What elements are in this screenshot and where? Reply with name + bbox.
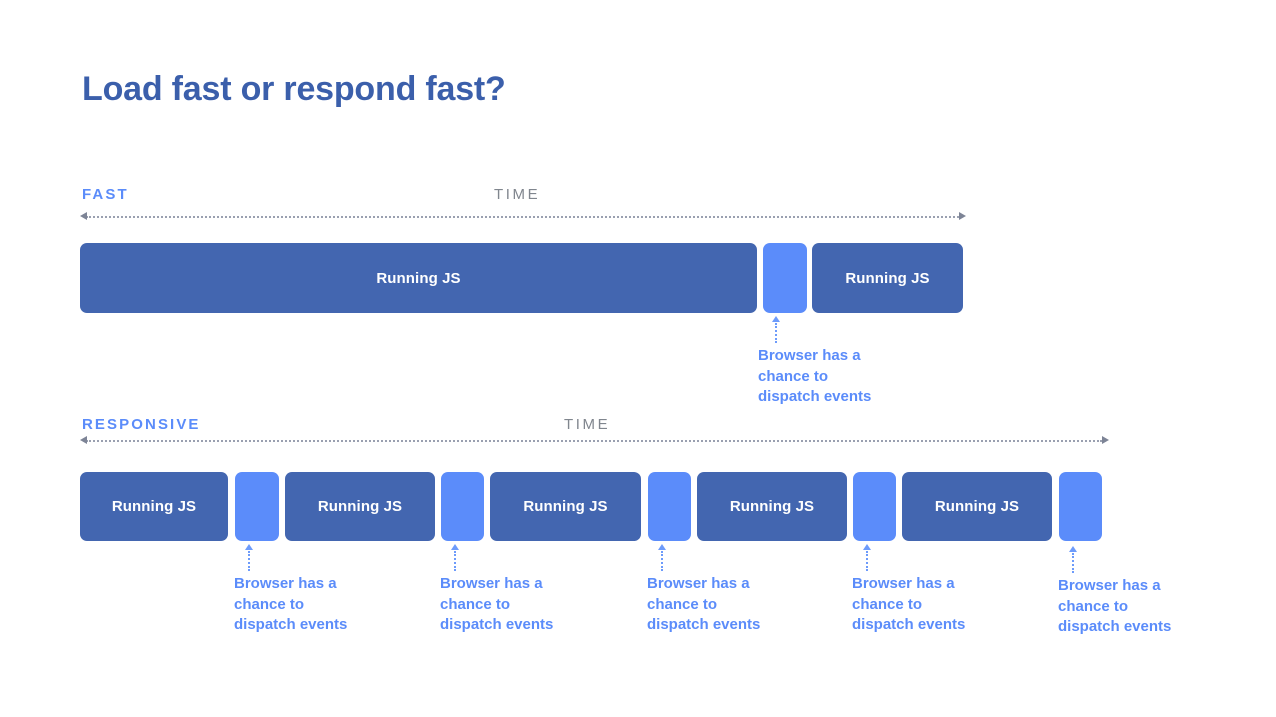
- time-axis-label-fast: TIME: [494, 186, 541, 203]
- running-js-bar-responsive-0[interactable]: Running JS: [80, 472, 228, 541]
- running-js-bar-responsive-2[interactable]: Running JS: [285, 472, 435, 541]
- callout-text: Browser has a chance to dispatch events: [758, 347, 872, 405]
- arrow-up-icon: [1069, 546, 1077, 552]
- callout-dotted-stem: [454, 551, 456, 571]
- callout-dotted-stem: [661, 551, 663, 571]
- arrow-left-icon: [80, 212, 87, 220]
- browser-gap-bar-fast-1[interactable]: [763, 243, 807, 313]
- bar-label: Running JS: [376, 269, 461, 287]
- arrow-up-icon: [451, 544, 459, 550]
- callout-text: Browser has a chance to dispatch events: [852, 575, 966, 633]
- arrow-up-icon: [772, 316, 780, 322]
- arrow-right-icon: [1102, 436, 1109, 444]
- browser-gap-bar-responsive-9[interactable]: [1059, 472, 1102, 541]
- arrow-left-icon: [80, 436, 87, 444]
- bar-label: Running JS: [111, 498, 197, 515]
- time-axis-label-responsive: TIME: [564, 416, 611, 433]
- section-label-responsive: RESPONSIVE: [82, 416, 201, 433]
- bar-label: Running JS: [729, 498, 815, 515]
- callout-dotted-stem: [1072, 553, 1074, 573]
- callout-text: Browser has a chance to dispatch events: [647, 575, 761, 633]
- running-js-bar-fast-0[interactable]: Running JS: [80, 243, 757, 313]
- bar-label: Running JS: [845, 269, 930, 287]
- callout-dotted-stem: [775, 323, 777, 343]
- running-js-bar-responsive-6[interactable]: Running JS: [697, 472, 847, 541]
- bar-label: Running JS: [934, 498, 1020, 515]
- arrow-up-icon: [863, 544, 871, 550]
- browser-gap-bar-responsive-1[interactable]: [235, 472, 279, 541]
- arrow-right-icon: [959, 212, 966, 220]
- time-axis-responsive: [80, 436, 1109, 445]
- time-axis-fast: [80, 212, 966, 221]
- browser-gap-bar-responsive-3[interactable]: [441, 472, 484, 541]
- callout-text: Browser has a chance to dispatch events: [1058, 577, 1172, 635]
- arrow-up-icon: [245, 544, 253, 550]
- bar-label: Running JS: [317, 498, 403, 515]
- section-label-fast: FAST: [82, 186, 129, 203]
- axis-dotted-line: [86, 216, 959, 218]
- callout-text: Browser has a chance to dispatch events: [234, 575, 348, 633]
- page-title: Load fast or respond fast?: [82, 70, 506, 108]
- callout-dotted-stem: [248, 551, 250, 571]
- running-js-bar-fast-2[interactable]: Running JS: [812, 243, 963, 313]
- browser-gap-bar-responsive-5[interactable]: [648, 472, 691, 541]
- browser-gap-bar-responsive-7[interactable]: [853, 472, 896, 541]
- arrow-up-icon: [658, 544, 666, 550]
- callout-dotted-stem: [866, 551, 868, 571]
- running-js-bar-responsive-4[interactable]: Running JS: [490, 472, 641, 541]
- running-js-bar-responsive-8[interactable]: Running JS: [902, 472, 1052, 541]
- callout-text: Browser has a chance to dispatch events: [440, 575, 554, 633]
- bar-label: Running JS: [523, 498, 608, 515]
- axis-dotted-line: [86, 440, 1102, 442]
